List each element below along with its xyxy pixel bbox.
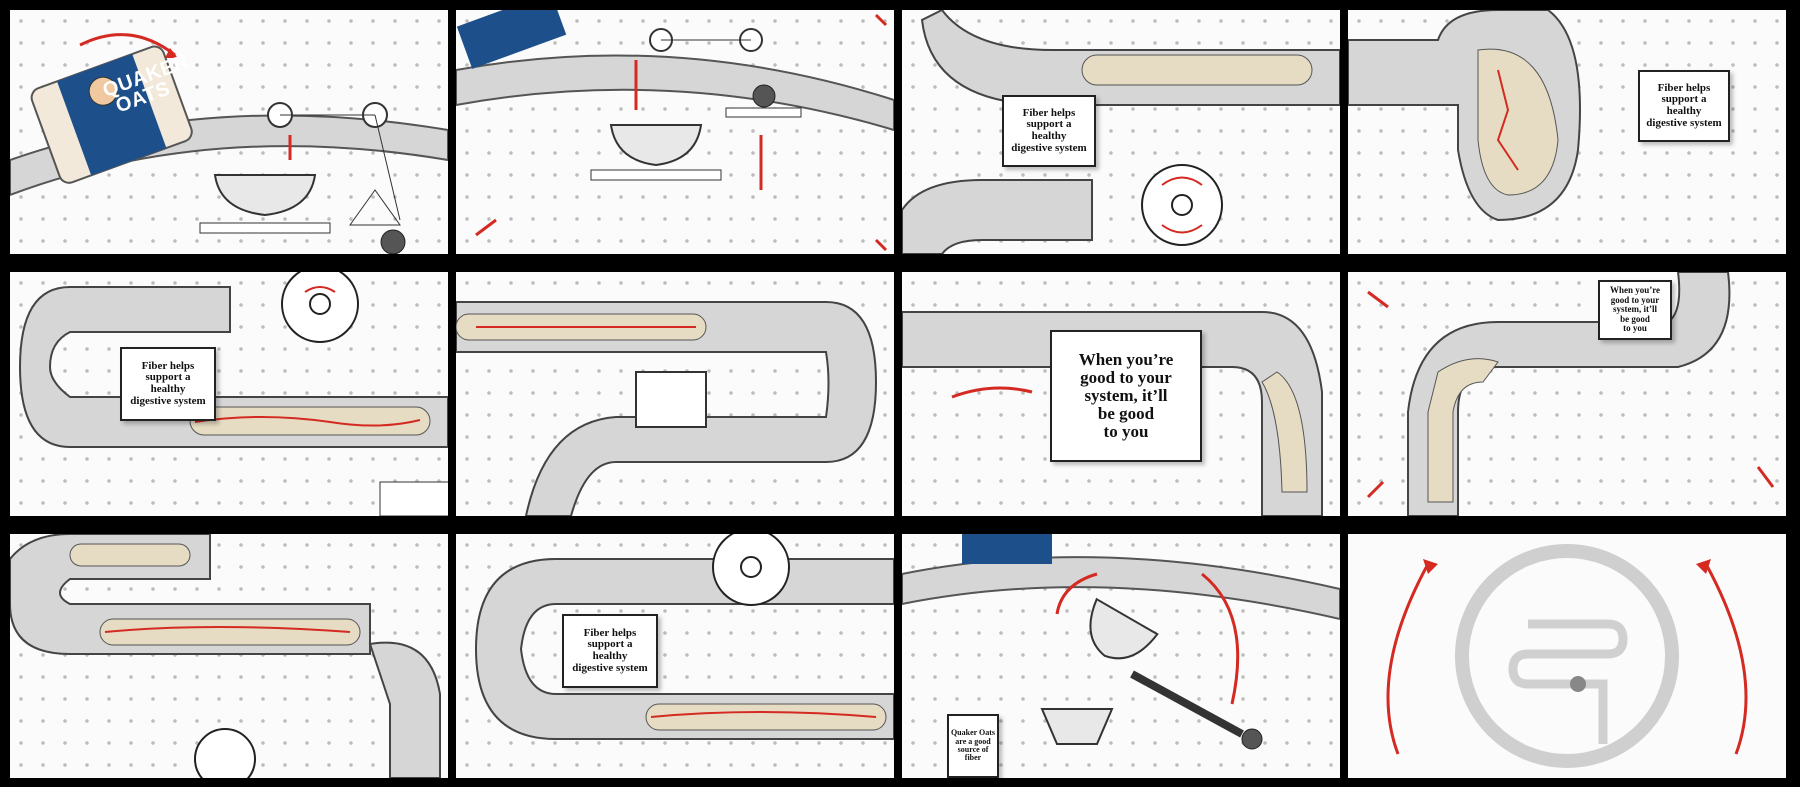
fiber-caption: Fiber helps support a healthy digestive … (562, 614, 658, 688)
panel-8: When you’re good to your system, it’ll b… (1348, 272, 1786, 516)
ball (380, 229, 406, 254)
panel-9 (10, 534, 448, 778)
panel-10: Fiber helps support a healthy digestive … (456, 534, 894, 778)
bowl (213, 174, 317, 217)
oats-can (30, 45, 193, 184)
panel-10-drawing (474, 534, 894, 740)
panel-12 (1348, 534, 1786, 778)
panel-7: When you’re good to your system, it’ll b… (902, 272, 1340, 516)
panel-6-drawing (456, 301, 878, 516)
scale-platform (199, 222, 331, 234)
panel-2 (456, 10, 894, 254)
panel-3: Fiber helps support a healthy digestive … (902, 10, 1340, 254)
panel-1-drawing (10, 33, 448, 254)
source-caption: Quaker Oats are a good source of fiber (947, 714, 999, 778)
fiber-caption: Fiber helps support a healthy digestive … (1002, 95, 1096, 167)
good-caption-text: When you’re good to your system, it’ll b… (1078, 350, 1174, 441)
panel-12-drawing (1386, 544, 1748, 768)
arrow (79, 33, 176, 57)
good-caption: When you’re good to your system, it’ll b… (1050, 330, 1202, 462)
fiber-caption-text: Fiber helps support a healthy digestive … (1011, 106, 1087, 154)
fiber-caption-text: Fiber helps support a healthy digestive … (572, 626, 648, 674)
panel-9-drawing (10, 534, 441, 778)
panel-5-drawing (18, 272, 448, 516)
good-caption-small-text: When you’re good to your system, it’ll b… (1609, 285, 1661, 334)
oats-can (456, 10, 567, 69)
logo-ring (1455, 544, 1679, 768)
panel-5: Fiber helps support a healthy digestive … (10, 272, 448, 516)
panel-11-drawing (902, 534, 1340, 750)
panel-8-drawing (1366, 272, 1775, 516)
oats-can (962, 534, 1052, 564)
panel-11: Quaker Oats are a good source of fiber (902, 534, 1340, 778)
source-caption-text: Quaker Oats are a good source of fiber (950, 728, 996, 763)
fiber-caption: Fiber helps support a healthy digestive … (1638, 70, 1730, 142)
panel-2-drawing (456, 10, 894, 252)
panel-1: QUAKER OATS (10, 10, 448, 254)
fiber-caption-text: Fiber helps support a healthy digestive … (130, 359, 206, 407)
panel-7-drawing (902, 311, 1323, 516)
panel-4: Fiber helps support a healthy digestive … (1348, 10, 1786, 254)
good-caption-small: When you’re good to your system, it’ll b… (1598, 280, 1672, 340)
fiber-caption-text: Fiber helps support a healthy digestive … (1646, 81, 1722, 129)
panel-4-drawing (1348, 10, 1581, 222)
fiber-caption: Fiber helps support a healthy digestive … (120, 347, 216, 421)
panel-6 (456, 272, 894, 516)
panel-3-drawing (902, 10, 1340, 254)
